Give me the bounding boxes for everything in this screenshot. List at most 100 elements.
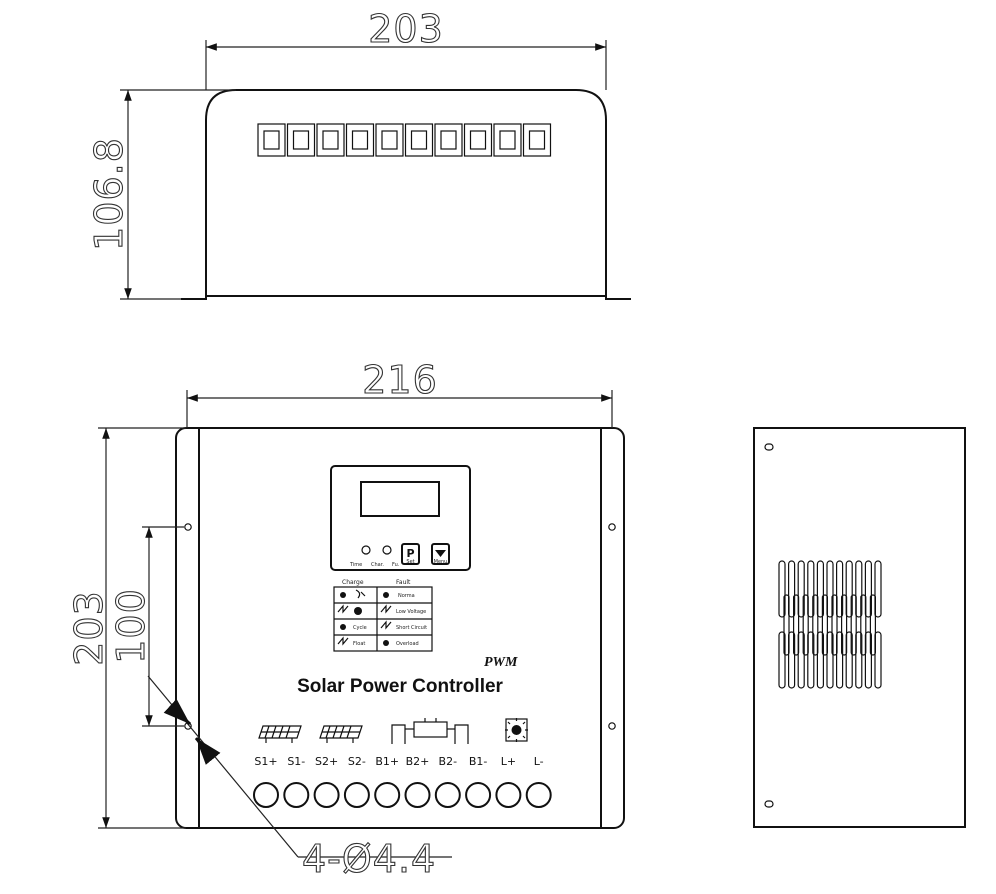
display-module: Time Char. Fu. P Set Menu: [330, 465, 471, 571]
status-table: Charge Fault Cycle Float Norma Low Volta…: [333, 579, 433, 652]
top-terminal-slot: [410, 130, 428, 150]
vent-slot: [797, 631, 805, 689]
top-terminal-block: [286, 123, 316, 157]
vent-slot: [821, 594, 829, 656]
menu-button[interactable]: Menu: [431, 543, 450, 565]
indicator-led: [382, 545, 392, 555]
vent-slot: [869, 594, 877, 656]
top-terminal-slot: [292, 130, 310, 150]
top-terminal-slot: [499, 130, 516, 150]
terminal-screw[interactable]: [525, 782, 552, 808]
dimension-front-height-label: 203: [67, 590, 111, 666]
set-button[interactable]: P Set: [401, 543, 420, 565]
mounting-hole: [608, 722, 616, 730]
dimension-front-height: 203: [66, 427, 186, 829]
top-terminal-slot: [351, 130, 369, 150]
solar-panel-icon: [258, 725, 302, 743]
dimension-top-width-label: 203: [368, 7, 444, 51]
status-fault-low-voltage: Low Voltage: [396, 609, 426, 615]
vent-slot: [787, 560, 796, 618]
vent-slot: [874, 631, 882, 689]
status-header-charge: Charge: [342, 579, 364, 586]
terminal-screw[interactable]: [374, 782, 401, 808]
terminal-screw[interactable]: [253, 782, 279, 808]
terminal-screw[interactable]: [313, 782, 340, 808]
vent-slot: [835, 631, 844, 689]
vent-slot: [850, 594, 857, 656]
terminal-screw[interactable]: [434, 782, 461, 808]
svg-text:Set: Set: [406, 559, 414, 565]
terminal-label: S2+: [315, 755, 338, 768]
terminal-screw[interactable]: [283, 782, 310, 808]
vent-slot: [778, 631, 786, 689]
top-terminal-block: [522, 123, 552, 157]
side-view-outline: [753, 427, 966, 828]
dimension-front-width-label: 216: [362, 358, 438, 402]
display-label-time: Time: [349, 562, 362, 568]
svg-text:Menu: Menu: [434, 559, 448, 565]
mounting-hole: [184, 523, 192, 531]
vent-slot: [787, 631, 796, 689]
hole-callout-label: 4-Ø4.4: [302, 837, 436, 881]
terminal-screw[interactable]: [465, 782, 492, 808]
terminal-label: S2-: [348, 755, 366, 768]
vent-slot: [845, 631, 853, 689]
dimension-top-width: 203: [205, 6, 607, 90]
top-terminal-block: [316, 123, 345, 157]
vent-slot: [816, 631, 825, 689]
vent-slot: [835, 560, 844, 618]
top-terminal-strip: [257, 123, 552, 157]
indicator-led: [361, 545, 371, 555]
terminal-label: B1-: [469, 755, 488, 768]
front-view-outline: [175, 427, 625, 829]
status-fault-overload: Overload: [396, 641, 419, 647]
terminal-label: S1+: [254, 755, 277, 768]
vent-slot: [807, 631, 815, 689]
terminal-screw-row: [253, 782, 552, 808]
status-charge-cycle: Cycle: [353, 625, 367, 631]
top-terminal-slot: [440, 130, 457, 150]
mounting-hole: [608, 523, 616, 531]
top-terminal-block: [375, 123, 404, 157]
vent-slot: [860, 594, 867, 656]
status-charge-float: Float: [353, 641, 365, 647]
top-terminal-slot: [322, 130, 339, 150]
front-view: Time Char. Fu. P Set Menu Charge Fault: [175, 427, 625, 829]
dimension-top-height: 106.8: [86, 89, 236, 300]
status-fault-short-circuit: Short Circuit: [396, 625, 427, 631]
product-title: Solar Power Controller: [297, 676, 503, 697]
vent-grille: [778, 560, 882, 689]
dimension-hole-spacing: 100: [108, 526, 184, 727]
terminal-screw[interactable]: [495, 782, 522, 808]
top-terminal-block: [257, 123, 286, 157]
dimension-top-height-label: 106.8: [87, 137, 131, 251]
dimension-hole-spacing-label: 100: [109, 588, 153, 664]
top-view-outline: [181, 89, 631, 300]
terminal-label: L-: [534, 755, 544, 768]
terminal-label: L+: [501, 755, 516, 768]
vent-slot: [778, 560, 786, 618]
display-label-full: Fu.: [392, 562, 400, 568]
terminal-label: B2+: [406, 755, 430, 768]
vent-slot: [874, 560, 882, 618]
vent-slot: [840, 594, 848, 656]
top-terminal-block: [434, 123, 463, 157]
mounting-slot: [764, 443, 774, 451]
vent-slot: [807, 560, 815, 618]
terminal-label: B1+: [375, 755, 399, 768]
status-header-fault: Fault: [396, 579, 411, 586]
terminal-screw[interactable]: [343, 782, 370, 808]
vent-slot: [797, 560, 805, 618]
top-terminal-block: [404, 123, 434, 157]
vent-slot: [855, 560, 863, 618]
sun-icon: [354, 607, 362, 615]
display-label-charge: Char.: [371, 562, 384, 568]
terminal-label: B2-: [439, 755, 458, 768]
terminal-screw[interactable]: [404, 782, 431, 808]
vent-slot: [826, 631, 834, 689]
vent-slot: [831, 594, 838, 656]
lcd-screen: [360, 481, 440, 517]
down-arrow-icon: [435, 550, 446, 557]
status-fault-normal: Norma: [398, 593, 415, 599]
